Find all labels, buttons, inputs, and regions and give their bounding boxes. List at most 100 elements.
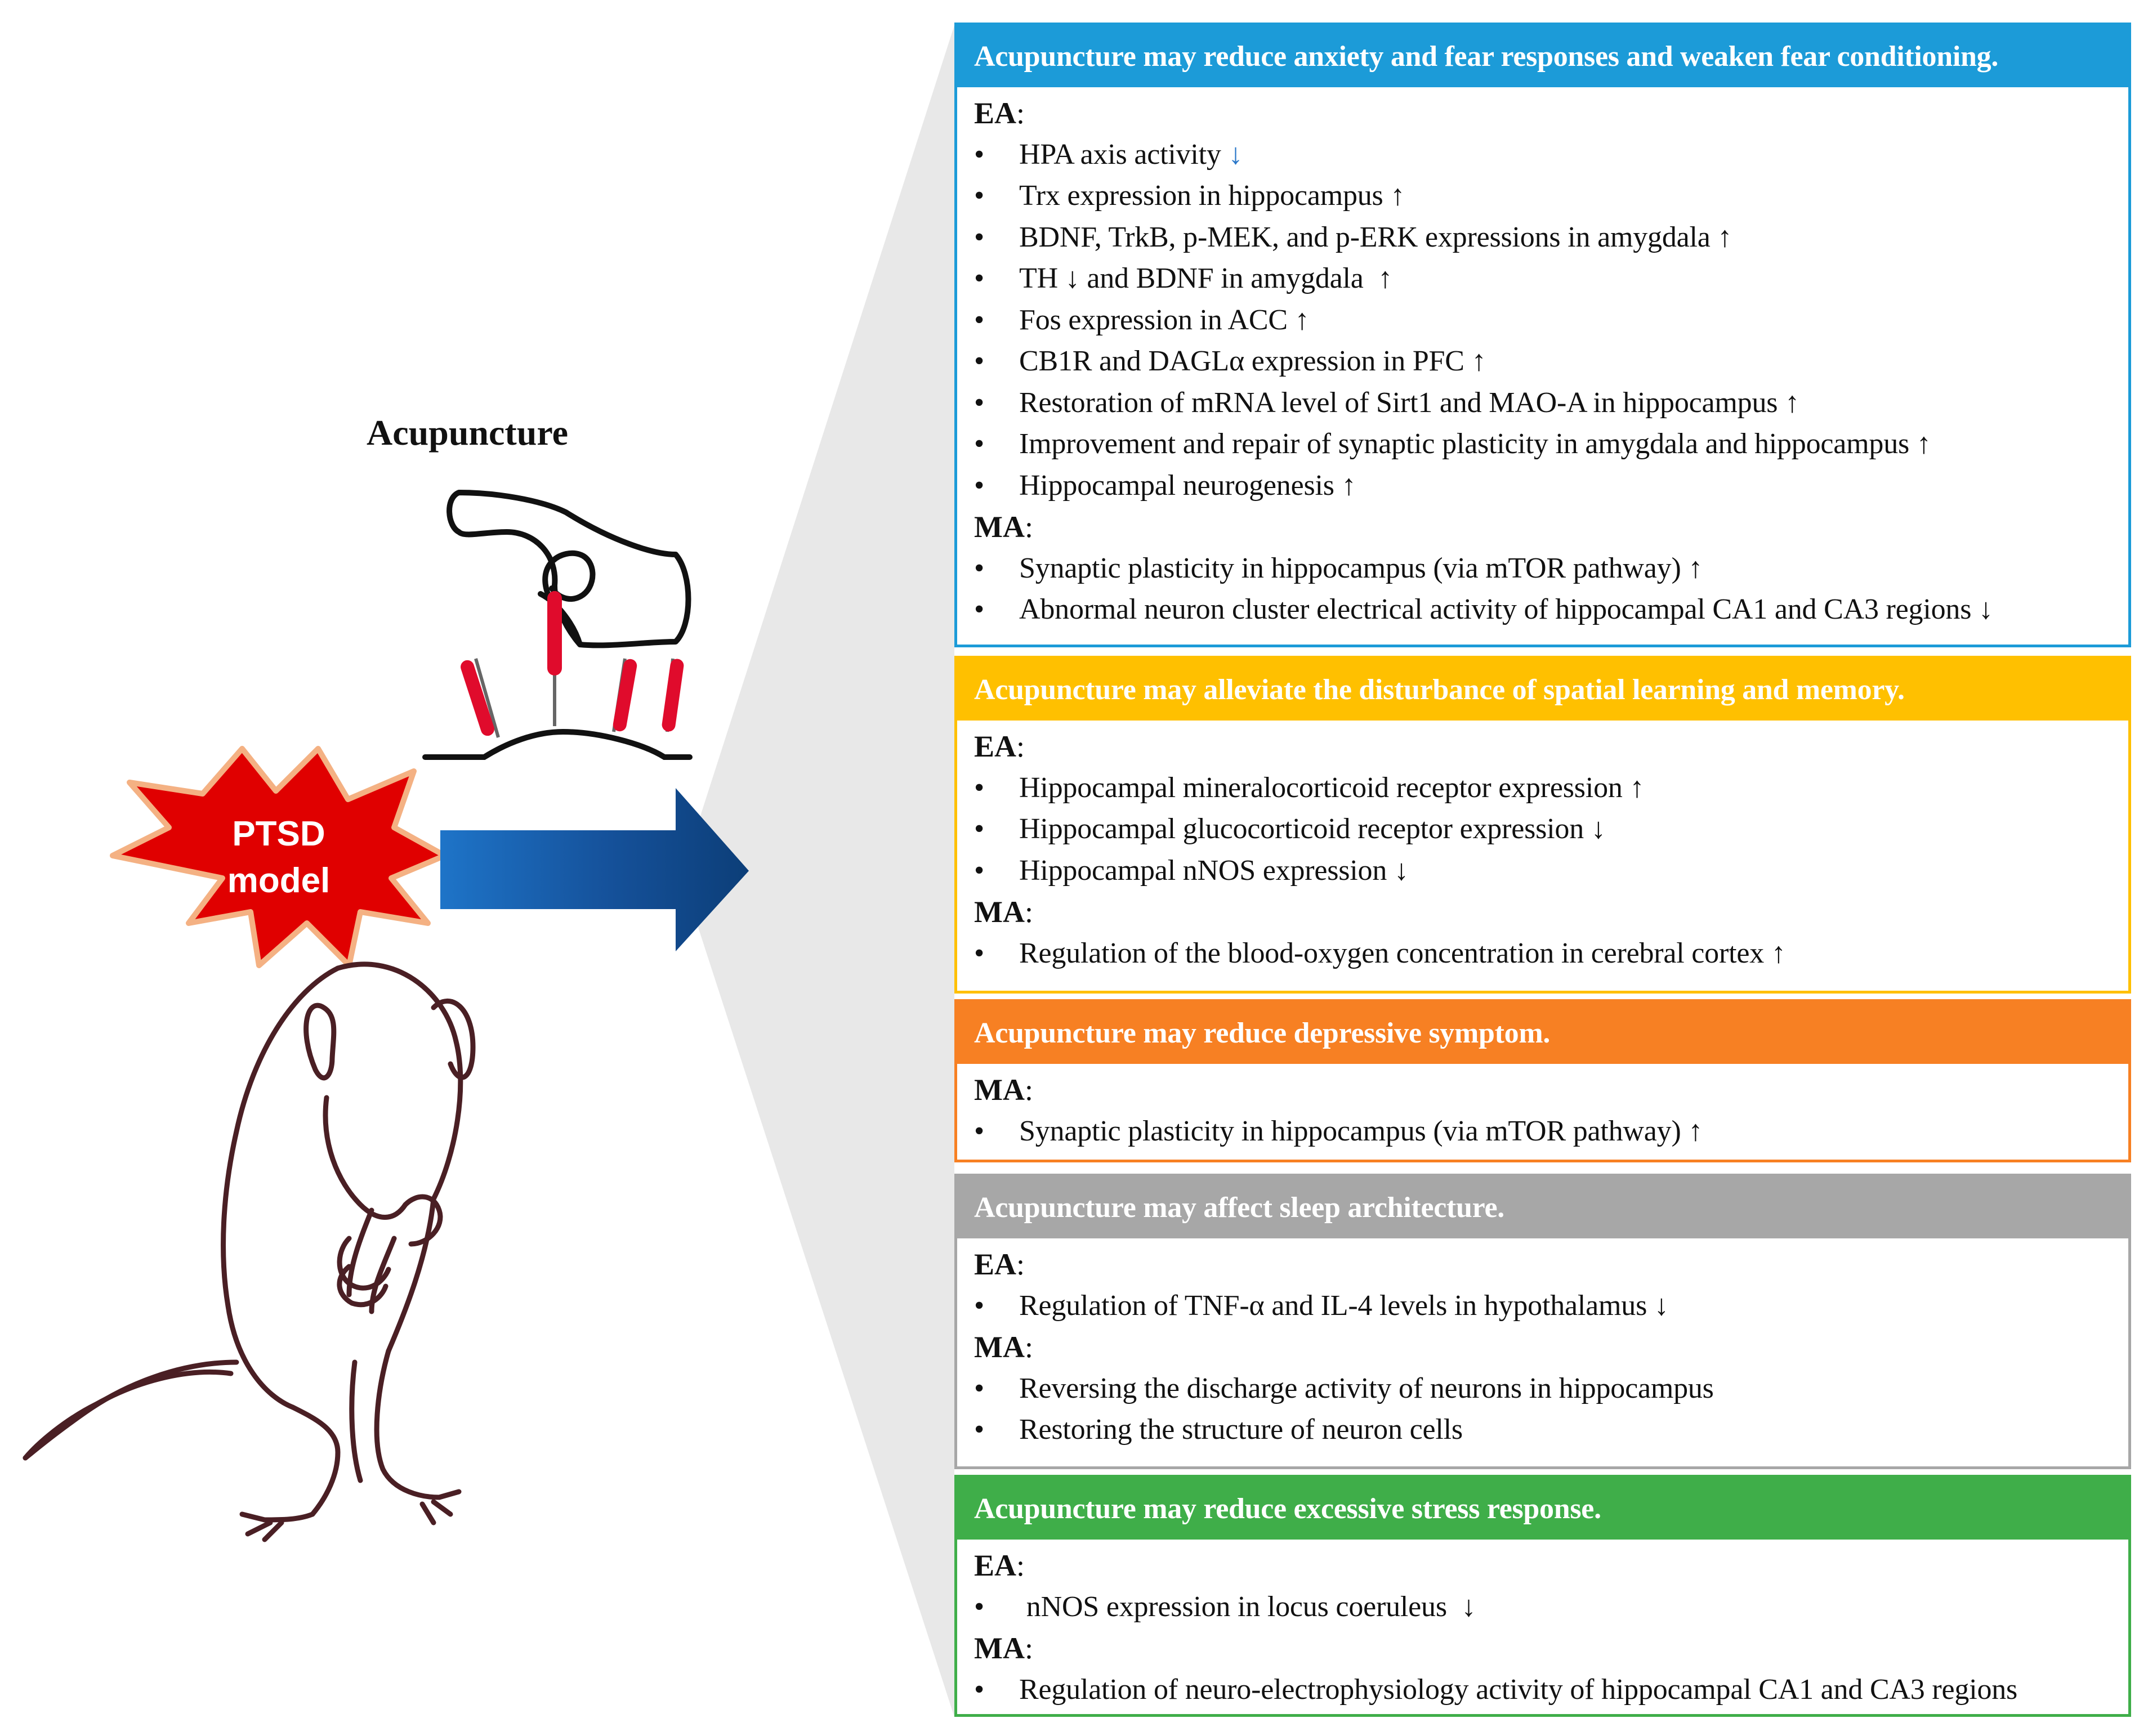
group-label-text: MA: [974, 510, 1025, 544]
bullet-text-body: Synaptic plasticity in hippocampus (via …: [1019, 552, 1689, 584]
arrow-up-icon: ↑: [1717, 221, 1732, 253]
flow-arrow: [440, 788, 749, 951]
bullet-text-body: Fos expression in ACC: [1019, 303, 1295, 336]
arrow-down-icon: ↓: [1591, 813, 1606, 845]
bullet-text: Hippocampal nNOS expression ↓: [1019, 851, 1409, 892]
arrow-up-icon: ↑: [1785, 386, 1799, 419]
bullet-item: • Hippocampal nNOS expression ↓: [974, 851, 2128, 892]
bullet-item: •Hippocampal mineralocorticoid receptor …: [974, 768, 2128, 809]
bullet-text: HPA axis activity ↓: [1019, 135, 1243, 176]
group-label-colon: :: [1016, 730, 1025, 763]
bullet-text: Hippocampal mineralocorticoid receptor e…: [1019, 768, 1645, 809]
bullet-text-body: Synaptic plasticity in hippocampus (via …: [1019, 1115, 1689, 1147]
arrow-up-icon: ↑: [1688, 1115, 1703, 1147]
group-label: MA:: [974, 1628, 2128, 1670]
bullet-text-body: Hippocampal mineralocorticoid receptor e…: [1019, 771, 1630, 804]
bullet-text: nNOS expression in locus coeruleus ↓: [1019, 1587, 1476, 1628]
ptsd-burst-icon: [110, 746, 448, 968]
bullet-dot-icon: •: [974, 221, 985, 253]
bullet-dot-icon: •: [974, 1289, 985, 1322]
needles-icon: [461, 591, 684, 738]
finding-panel: Acupuncture may affect sleep architectur…: [954, 1174, 2131, 1469]
group-label-text: EA: [974, 730, 1017, 763]
bullet-text: Regulation of the blood-oxygen concentra…: [1019, 933, 1786, 975]
group-label: MA:: [974, 1070, 2128, 1111]
bullet-item: • Restoring the structure of neuron cells: [974, 1410, 2128, 1451]
bullet-text-body: Regulation of the blood-oxygen concentra…: [1019, 937, 1771, 969]
panel-header: Acupuncture may reduce depressive sympto…: [957, 1002, 2128, 1064]
bullet-text: Trx expression in hippocampus ↑: [1019, 176, 1405, 217]
arrow-down-icon: ↓: [1654, 1289, 1669, 1322]
bullet-dot-icon: •: [974, 262, 985, 294]
group-label-text: MA: [974, 895, 1025, 929]
projection-funnel: [681, 25, 954, 1717]
bullet-item: • Synaptic plasticity in hippocampus (via…: [974, 1111, 2128, 1153]
bullet-dot-icon: •: [974, 552, 985, 584]
arrow-up-icon: ↑: [1688, 552, 1703, 584]
bullet-text-body: TH ↓ and BDNF in amygdala: [1019, 262, 1378, 294]
group-label: MA:: [974, 892, 2128, 933]
group-label-colon: :: [1016, 1247, 1025, 1281]
arrow-up-icon: ↑: [1916, 428, 1931, 460]
bullet-dot-icon: •: [974, 854, 985, 887]
ptsd-label-line1: PTSD: [232, 815, 325, 853]
group-label-colon: :: [1024, 895, 1033, 929]
bullet-text-body: CB1R and DAGLα expression in PFC: [1019, 345, 1472, 377]
bullet-item: •BDNF, TrkB, p-MEK, and p-ERK expression…: [974, 217, 2128, 259]
group-label-colon: :: [1016, 96, 1025, 130]
bullet-dot-icon: •: [974, 1115, 985, 1147]
group-label: EA:: [974, 1244, 2128, 1286]
arrow-up-icon: ↑: [1629, 771, 1645, 804]
bullet-dot-icon: •: [974, 386, 985, 419]
bullet-text: Synaptic plasticity in hippocampus (via …: [1019, 548, 1703, 590]
bullet-item: •Reversing the discharge activity of neu…: [974, 1368, 2128, 1410]
arrow-up-icon: ↑: [1390, 180, 1405, 212]
bullet-item: •Fos expression in ACC ↑: [974, 300, 2128, 342]
bullet-item: •Hippocampal glucocorticoid receptor exp…: [974, 809, 2128, 851]
bullet-text: Regulation of TNF-α and IL-4 levels in h…: [1019, 1286, 1669, 1327]
group-label-colon: :: [1024, 1631, 1033, 1665]
bullet-text-body: Restoration of mRNA level of Sirt1 and M…: [1019, 386, 1785, 419]
bullet-text-body: Hippocampal glucocorticoid receptor expr…: [1019, 813, 1591, 845]
bullet-text-body: Regulation of neuro-electrophysiology ac…: [1019, 1673, 2018, 1706]
bullet-text: Synaptic plasticity in hippocampus (via …: [1019, 1111, 1703, 1153]
bullet-item: • Regulation of neuro-electrophysiology a…: [974, 1670, 2128, 1711]
bullet-item: •Abnormal neuron cluster electrical acti…: [974, 589, 2128, 631]
bullet-text-body: Abnormal neuron cluster electrical activ…: [1019, 593, 1979, 625]
panel-header: Acupuncture may alleviate the disturbanc…: [957, 659, 2128, 721]
panel-body: EA:•Hippocampal mineralocorticoid recept…: [957, 721, 2128, 974]
acupuncture-label: Acupuncture: [367, 413, 568, 453]
bullet-text: Regulation of neuro-electrophysiology ac…: [1019, 1670, 2017, 1711]
group-label-colon: :: [1024, 1073, 1033, 1107]
arrow-up-icon: ↑: [1771, 937, 1786, 969]
bullet-text: Restoration of mRNA level of Sirt1 and M…: [1019, 383, 1799, 424]
arrow-down-icon: ↓: [1979, 593, 1993, 625]
bullet-text: Fos expression in ACC ↑: [1019, 300, 1310, 342]
panel-body: EA: • nNOS expression in locus coeruleus …: [957, 1540, 2128, 1711]
bullet-dot-icon: •: [974, 1413, 985, 1446]
bullet-text: Restoring the structure of neuron cells: [1019, 1410, 1463, 1451]
bullet-item: •TH ↓ and BDNF in amygdala ↑: [974, 258, 2128, 300]
ptsd-label-line2: model: [227, 861, 331, 900]
bullet-item: •HPA axis activity ↓: [974, 135, 2128, 176]
bullet-item: • Trx expression in hippocampus ↑: [974, 176, 2128, 217]
bullet-text-body: Hippocampal neurogenesis: [1019, 469, 1342, 502]
bullet-item: •Regulation of the blood-oxygen concentr…: [974, 933, 2128, 975]
group-label-text: MA: [974, 1631, 1025, 1665]
bullet-item: •Hippocampal neurogenesis ↑: [974, 466, 2128, 507]
bullet-item: •Improvement and repair of synaptic plas…: [974, 424, 2128, 466]
group-label-text: EA: [974, 1247, 1017, 1281]
bullet-dot-icon: •: [974, 1590, 985, 1623]
bullet-item: • Synaptic plasticity in hippocampus (via…: [974, 548, 2128, 590]
bullet-dot-icon: •: [974, 180, 985, 212]
finding-panel: Acupuncture may reduce depressive sympto…: [954, 999, 2131, 1162]
bullet-dot-icon: •: [974, 1673, 985, 1706]
group-label: EA:: [974, 93, 2128, 135]
bullet-text-body: Reversing the discharge activity of neur…: [1019, 1372, 1714, 1404]
group-label-text: EA: [974, 1549, 1017, 1582]
group-label-text: MA: [974, 1330, 1025, 1364]
panel-header: Acupuncture may reduce anxiety and fear …: [957, 25, 2128, 87]
bullet-text: Hippocampal neurogenesis ↑: [1019, 466, 1356, 507]
bullet-dot-icon: •: [974, 345, 985, 377]
